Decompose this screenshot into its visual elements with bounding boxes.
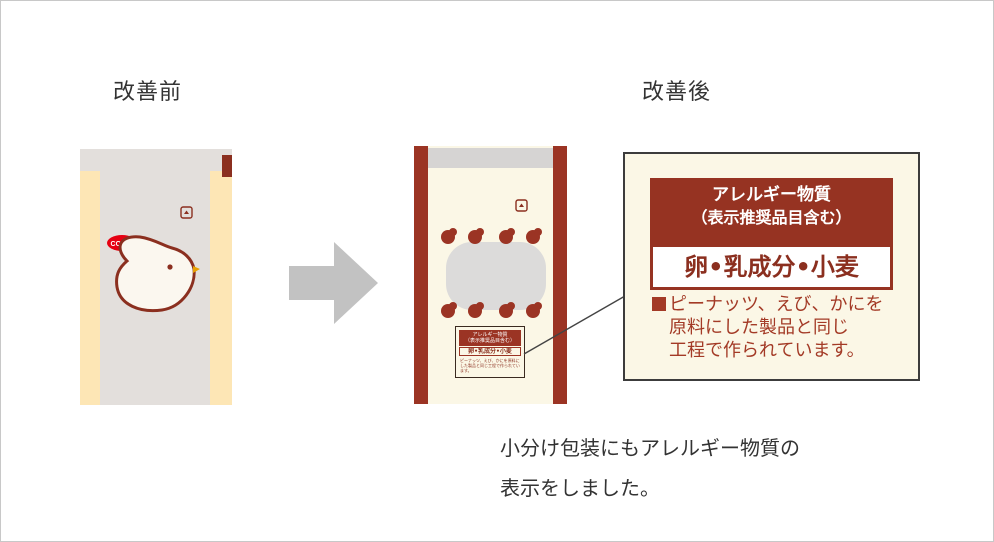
allergy-label-title: アレルギー物質 [712, 185, 831, 205]
package-tab [222, 155, 232, 177]
allergy-label-header: アレルギー物質 （表示推奨品目含む） [650, 178, 893, 244]
allergy-label-allergens: 卵•乳成分•小麦 [650, 244, 893, 290]
caption: 小分け包装にもアレルギー物質の 表示をしました。 [500, 428, 800, 508]
mini-allergy-label: アレルギー物質 （表示推奨品目含む） 卵•乳成分•小麦 ピーナッツ、えび、かにを… [455, 326, 525, 378]
mini-label-allergens: 卵•乳成分•小麦 [459, 347, 521, 356]
heading-after: 改善後 [642, 80, 712, 105]
package-side-band-left [414, 146, 428, 404]
package-top-seal [428, 148, 553, 168]
chick-icon [468, 302, 484, 318]
heading-before: 改善前 [113, 80, 183, 105]
chick-icon [468, 228, 484, 244]
chick-row-top [441, 228, 542, 244]
chick-icon [526, 302, 542, 318]
allergy-note-line-1: ピーナッツ、えび、かにを [669, 294, 884, 315]
allergy-label-enlarged: アレルギー物質 （表示推奨品目含む） 卵•乳成分•小麦 ピーナッツ、えび、かにを… [623, 152, 920, 381]
transition-arrow-icon [289, 242, 378, 324]
mini-label-note: ピーナッツ、えび、かにを原料にした製品と同じ工程で作られています。 [460, 358, 520, 373]
chick-icon [115, 235, 200, 313]
mini-label-title: アレルギー物質 [472, 332, 508, 338]
chick-icon [526, 228, 542, 244]
package-top-seal [80, 149, 232, 171]
chick-row-bottom [441, 302, 542, 318]
package-after-artwork [441, 199, 542, 318]
recycle-mark-icon [515, 199, 528, 212]
chick-icon [441, 302, 457, 318]
mini-label-subtitle: （表示推奨品目含む） [464, 338, 515, 344]
caption-line-2: 表示をしました。 [500, 476, 660, 500]
chick-icon [499, 302, 515, 318]
bullet-square-icon [652, 297, 666, 311]
caption-line-1: 小分け包装にもアレルギー物質の [500, 436, 800, 460]
package-before-artwork: CO-OP [107, 206, 200, 313]
mini-label-header: アレルギー物質 （表示推奨品目含む） [459, 330, 521, 346]
chick-icon [499, 228, 515, 244]
chick-icon [441, 228, 457, 244]
allergy-label-subtitle: （表示推奨品目含む） [691, 208, 852, 227]
allergy-note-line-3: 工程で作られています。 [669, 340, 865, 361]
allergy-label-note: ピーナッツ、えび、かにを 原料にした製品と同じ 工程で作られています。 [652, 293, 914, 362]
recycle-mark-icon [180, 206, 193, 219]
allergy-note-line-2: 原料にした製品と同じ [669, 317, 849, 338]
